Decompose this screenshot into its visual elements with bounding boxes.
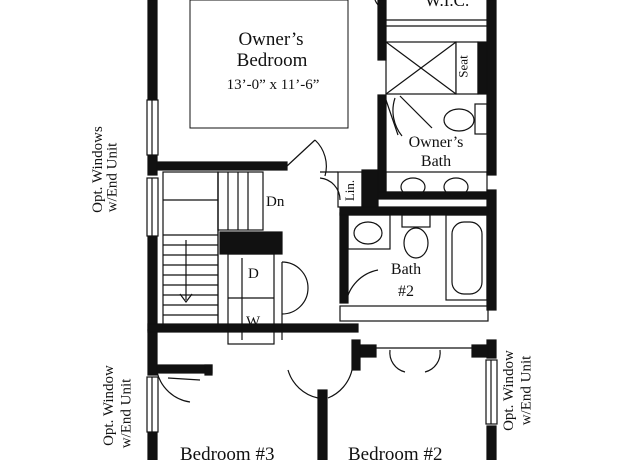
owners-bath-label-line1: Owner’s	[408, 134, 464, 151]
right-lower-window-note-line2: w/End Unit	[518, 355, 535, 426]
bath2-label-line2: #2	[398, 283, 414, 300]
bedroom2-label: Bedroom #2	[348, 444, 443, 460]
owners-bedroom-label-line1: Owner’s	[238, 29, 304, 50]
owners-bath-label-line2: Bath	[420, 153, 452, 170]
bedroom3-label: Bedroom #3	[180, 444, 275, 460]
owners-bedroom-dimensions: 13’-0” x 11’-6”	[226, 77, 320, 93]
linen-label: Lin.	[342, 179, 358, 202]
washer-label: W	[246, 314, 261, 330]
left-lower-window-note-line1: Opt. Window	[100, 365, 117, 446]
stairs-down-label: Dn	[266, 194, 285, 210]
owners-bedroom-label-line2: Bedroom	[236, 50, 308, 71]
left-upper-window-note-line2: w/End Unit	[104, 142, 121, 213]
staircase	[162, 171, 264, 328]
wic-label: W.I.C.	[425, 0, 470, 10]
left-lower-window-note-line2: w/End Unit	[118, 378, 135, 449]
seat-label: Seat	[455, 55, 471, 78]
right-lower-window-note-line1: Opt. Window	[500, 350, 517, 431]
right-window	[485, 359, 498, 425]
dryer-label: D	[248, 266, 259, 282]
left-windows	[146, 99, 159, 433]
bath2-label-line1: Bath	[390, 261, 422, 278]
